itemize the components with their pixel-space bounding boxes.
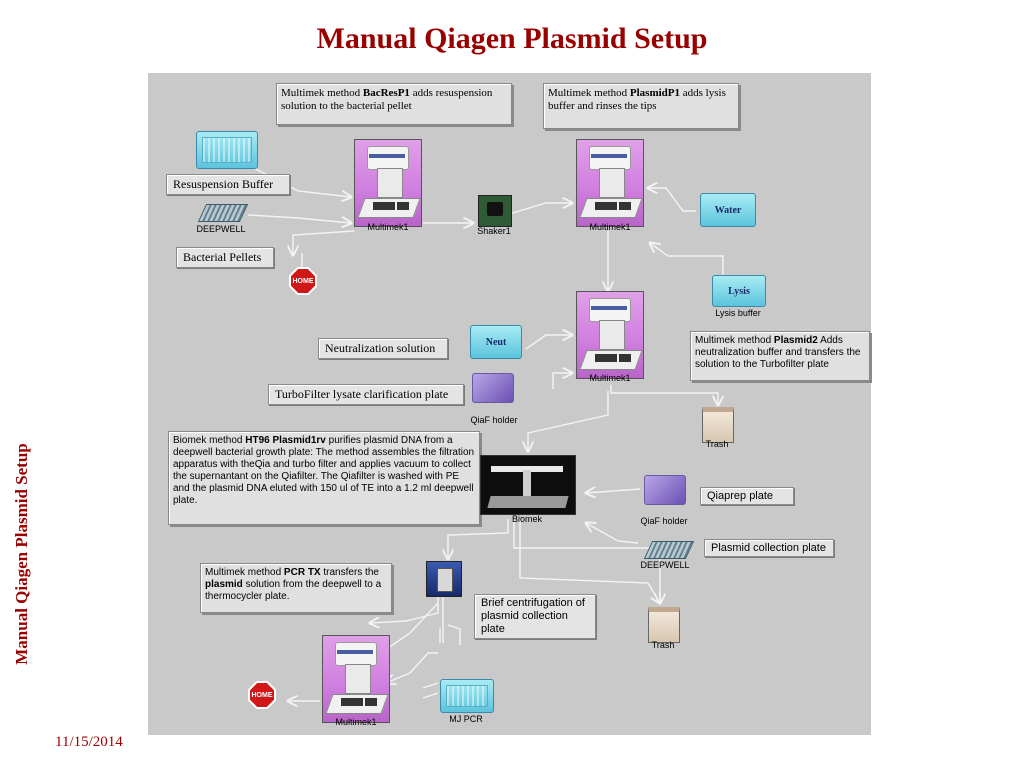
note-text: purifies plasmid DNA from a deepwell bac… bbox=[173, 435, 475, 506]
home-stop-2-label: HOME bbox=[250, 683, 274, 707]
note-text: Multimek method bbox=[281, 87, 363, 99]
note-text: adds lysis buffer and rinses the tips bbox=[548, 87, 726, 112]
lysis-buffer-caption: Lysis buffer bbox=[715, 308, 761, 318]
note-text: adds resuspension solution to the bacter… bbox=[281, 87, 493, 112]
side-title: Manual Qiagen Plasmid Setup bbox=[12, 443, 31, 665]
deepwell-plate-2-icon bbox=[643, 541, 695, 559]
note-text: Multimek method bbox=[548, 87, 630, 99]
multimek-2-icon bbox=[576, 139, 644, 227]
method-name: Plasmid2 bbox=[773, 335, 818, 346]
note-pcrtx: Multimek method PCR TX transfers the pla… bbox=[200, 563, 392, 613]
label-neutralization-solution: Neutralization solution bbox=[318, 338, 448, 359]
biomek-robot-icon bbox=[480, 455, 576, 515]
note-text: Adds neutralization buffer and transfers… bbox=[695, 335, 861, 370]
neut-label: Neut bbox=[485, 336, 507, 348]
home-stop-label: HOME bbox=[291, 269, 315, 293]
resuspension-reservoir-icon bbox=[196, 131, 258, 169]
lysis-reservoir-icon: Lysis bbox=[712, 275, 766, 307]
method-name: BacResP1 bbox=[362, 87, 410, 99]
qiaf-holder-2-icon bbox=[644, 475, 686, 505]
multimek-1-caption: Multimek1 bbox=[367, 222, 409, 232]
qiaf-holder-1-icon bbox=[472, 373, 514, 403]
method-name: HT96 Plasmid1rv bbox=[245, 435, 326, 446]
qiaf-holder-2-caption: QiaF holder bbox=[640, 516, 688, 526]
label-qiaprep-plate: Qiaprep plate bbox=[700, 487, 794, 505]
note-plasmidp1: Multimek method PlasmidP1 adds lysis buf… bbox=[543, 83, 739, 129]
deepwell-2-caption: DEEPWELL bbox=[640, 560, 690, 570]
method-name: PCR TX bbox=[283, 567, 321, 578]
qiaf-holder-1-caption: QiaF holder bbox=[470, 415, 518, 425]
label-bacterial-pellets: Bacterial Pellets bbox=[176, 247, 274, 268]
water-reservoir-icon: Water bbox=[700, 193, 756, 227]
multimek-4-caption: Multimek1 bbox=[335, 717, 377, 727]
note-text: plasmid bbox=[205, 579, 243, 590]
multimek-2-caption: Multimek1 bbox=[589, 222, 631, 232]
note-text: solution from the deepwell to a thermocy… bbox=[205, 579, 382, 602]
multimek-3-caption: Multimek1 bbox=[589, 373, 631, 383]
label-turbofilter: TurboFilter lysate clarification plate bbox=[268, 384, 464, 405]
shaker-icon bbox=[478, 195, 512, 227]
note-text: transfers the bbox=[320, 567, 379, 578]
mj-pcr-caption: MJ PCR bbox=[449, 714, 483, 724]
multimek-3-icon bbox=[576, 291, 644, 379]
note-ht96: Biomek method HT96 Plasmid1rv purifies p… bbox=[168, 431, 480, 525]
multimek-1-icon bbox=[354, 139, 422, 227]
deepwell-caption: DEEPWELL bbox=[196, 224, 246, 234]
biomek-caption: Biomek bbox=[511, 514, 542, 524]
note-bacrespl: Multimek method BacResP1 adds resuspensi… bbox=[276, 83, 512, 125]
workflow-panel: Multimek method BacResP1 adds resuspensi… bbox=[148, 73, 871, 735]
shaker-caption: Shaker1 bbox=[477, 226, 511, 236]
trash-1-icon bbox=[702, 407, 734, 443]
method-name: PlasmidP1 bbox=[629, 87, 681, 99]
trash-2-icon bbox=[648, 607, 680, 643]
lysis-label: Lysis bbox=[728, 285, 750, 297]
slide-date: 11/15/2014 bbox=[55, 734, 123, 750]
slide-title: Manual Qiagen Plasmid Setup bbox=[316, 22, 708, 55]
neut-reservoir-icon: Neut bbox=[470, 325, 522, 359]
note-text: Multimek method bbox=[205, 567, 284, 578]
note-text: Biomek method bbox=[173, 435, 246, 446]
home-stop-icon: HOME bbox=[289, 267, 317, 295]
label-resuspension-buffer: Resuspension Buffer bbox=[166, 174, 290, 195]
trash-1-caption: Trash bbox=[705, 439, 729, 449]
pcr-transfer-icon bbox=[426, 561, 462, 597]
mj-pcr-plate-icon bbox=[440, 679, 494, 713]
label-plasmid-collection-plate: Plasmid collection plate bbox=[704, 539, 834, 557]
water-label: Water bbox=[714, 204, 742, 216]
home-stop-2-icon: HOME bbox=[248, 681, 276, 709]
note-plasmid2: Multimek method Plasmid2 Adds neutraliza… bbox=[690, 331, 870, 381]
deepwell-plate-icon bbox=[197, 204, 249, 222]
multimek-4-icon bbox=[322, 635, 390, 723]
label-brief-centrifugation: Brief centrifugation of plasmid collecti… bbox=[474, 594, 596, 639]
connector-lines bbox=[224, 152, 724, 735]
note-text: Multimek method bbox=[695, 335, 774, 346]
trash-2-caption: Trash bbox=[651, 640, 675, 650]
